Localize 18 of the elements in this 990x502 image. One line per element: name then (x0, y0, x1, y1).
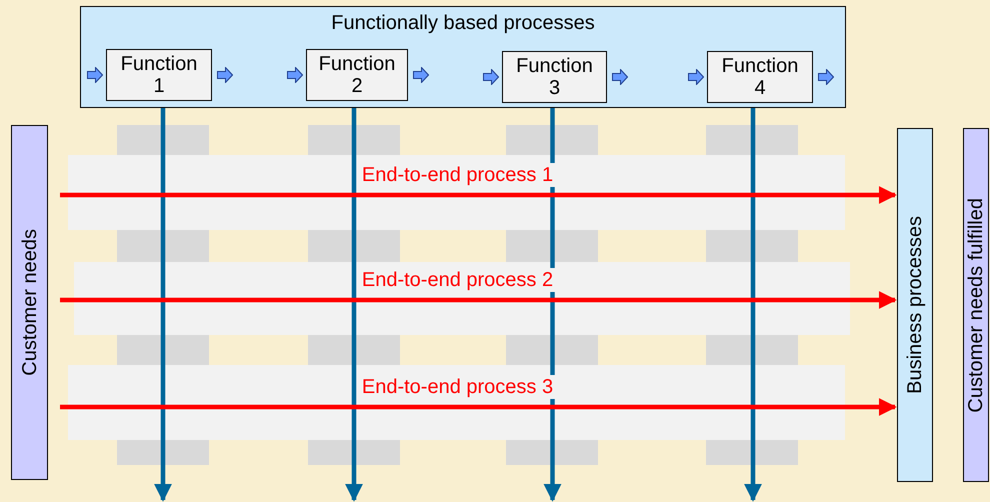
vertical-label-box (897, 128, 933, 482)
vertical-label-box (11, 125, 48, 480)
group-title: Functionally based processes (331, 11, 595, 35)
box-label: Customer needs (20, 229, 40, 376)
box-label: Customer needs fulfilled (966, 198, 986, 412)
box-label: Function 2 (318, 53, 396, 97)
box-label: Function 1 (120, 53, 198, 97)
box-label: Business processes (905, 216, 925, 394)
box-label: Function 4 (720, 55, 800, 99)
arrow (154, 108, 172, 502)
vertical-label-box (963, 128, 989, 482)
arrow (60, 186, 897, 204)
arrow (60, 291, 897, 309)
process-group-box (80, 6, 846, 108)
box-label: Function 3 (515, 55, 594, 99)
arrow (345, 108, 363, 502)
arrow (744, 108, 762, 502)
arrow (60, 398, 897, 416)
